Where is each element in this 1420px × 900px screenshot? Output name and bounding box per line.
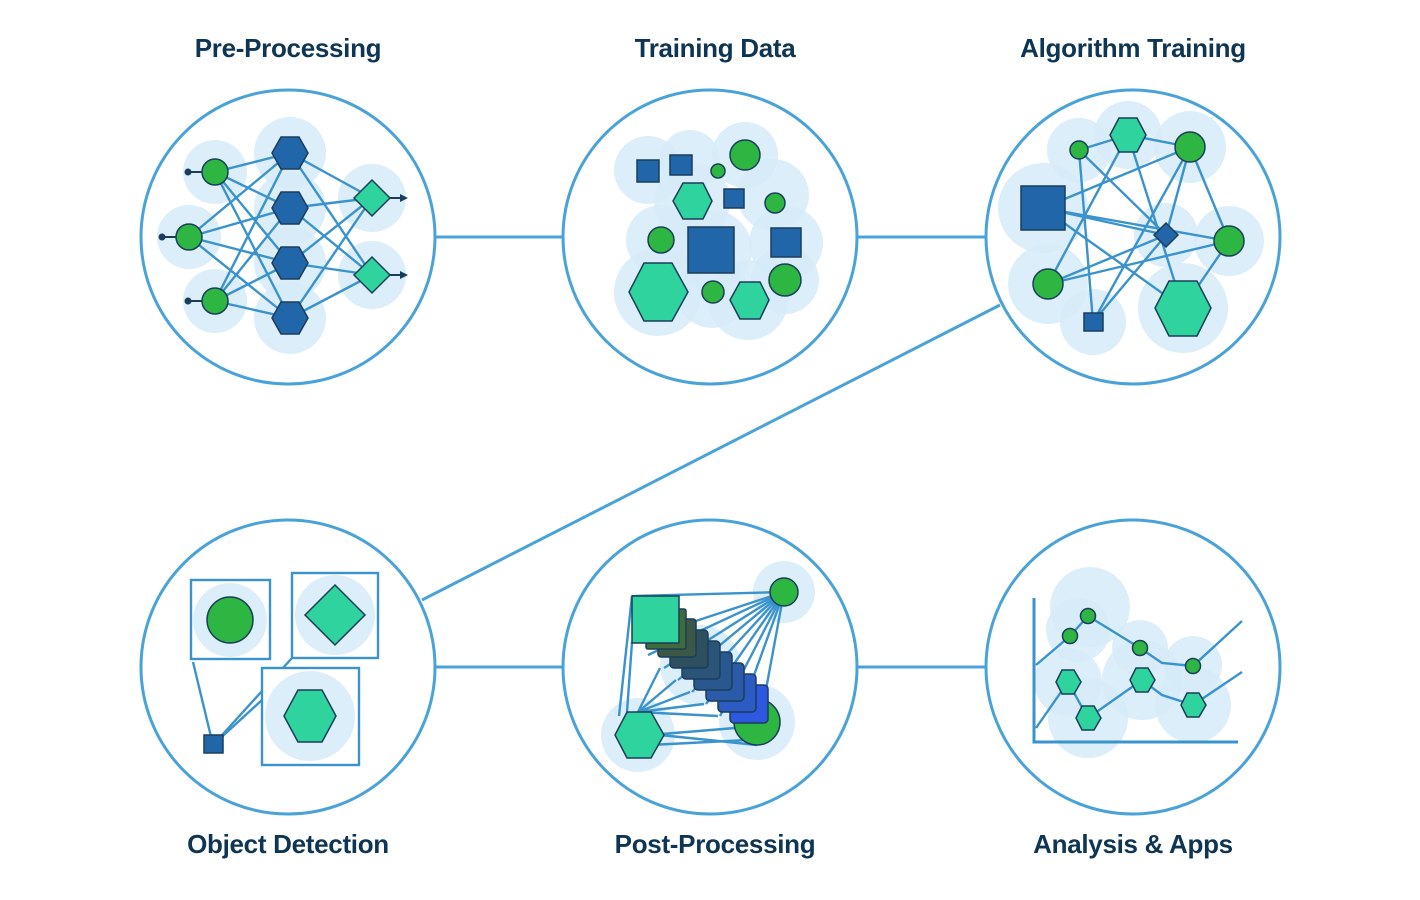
neural-network-icon [139,88,437,386]
stage-label-training-data: Training Data [634,33,796,63]
stage-label-post-processing: Post-Processing [614,829,816,859]
bounding-boxes-icon [139,518,437,816]
line-chart-icon [984,518,1282,816]
stage-label-analysis-apps: Analysis & Apps [1033,829,1233,859]
connector-algorithm-to-detection [421,303,1001,602]
stage-label-pre-processing: Pre-Processing [194,33,382,63]
connectors [421,235,1001,669]
stacked-shapes-icon [561,518,859,816]
stage-label-algorithm-training: Algorithm Training [1020,33,1246,63]
graph-network-icon [984,88,1282,386]
stage-label-object-detection: Object Detection [187,829,389,859]
scattered-shapes-icon [561,88,859,386]
